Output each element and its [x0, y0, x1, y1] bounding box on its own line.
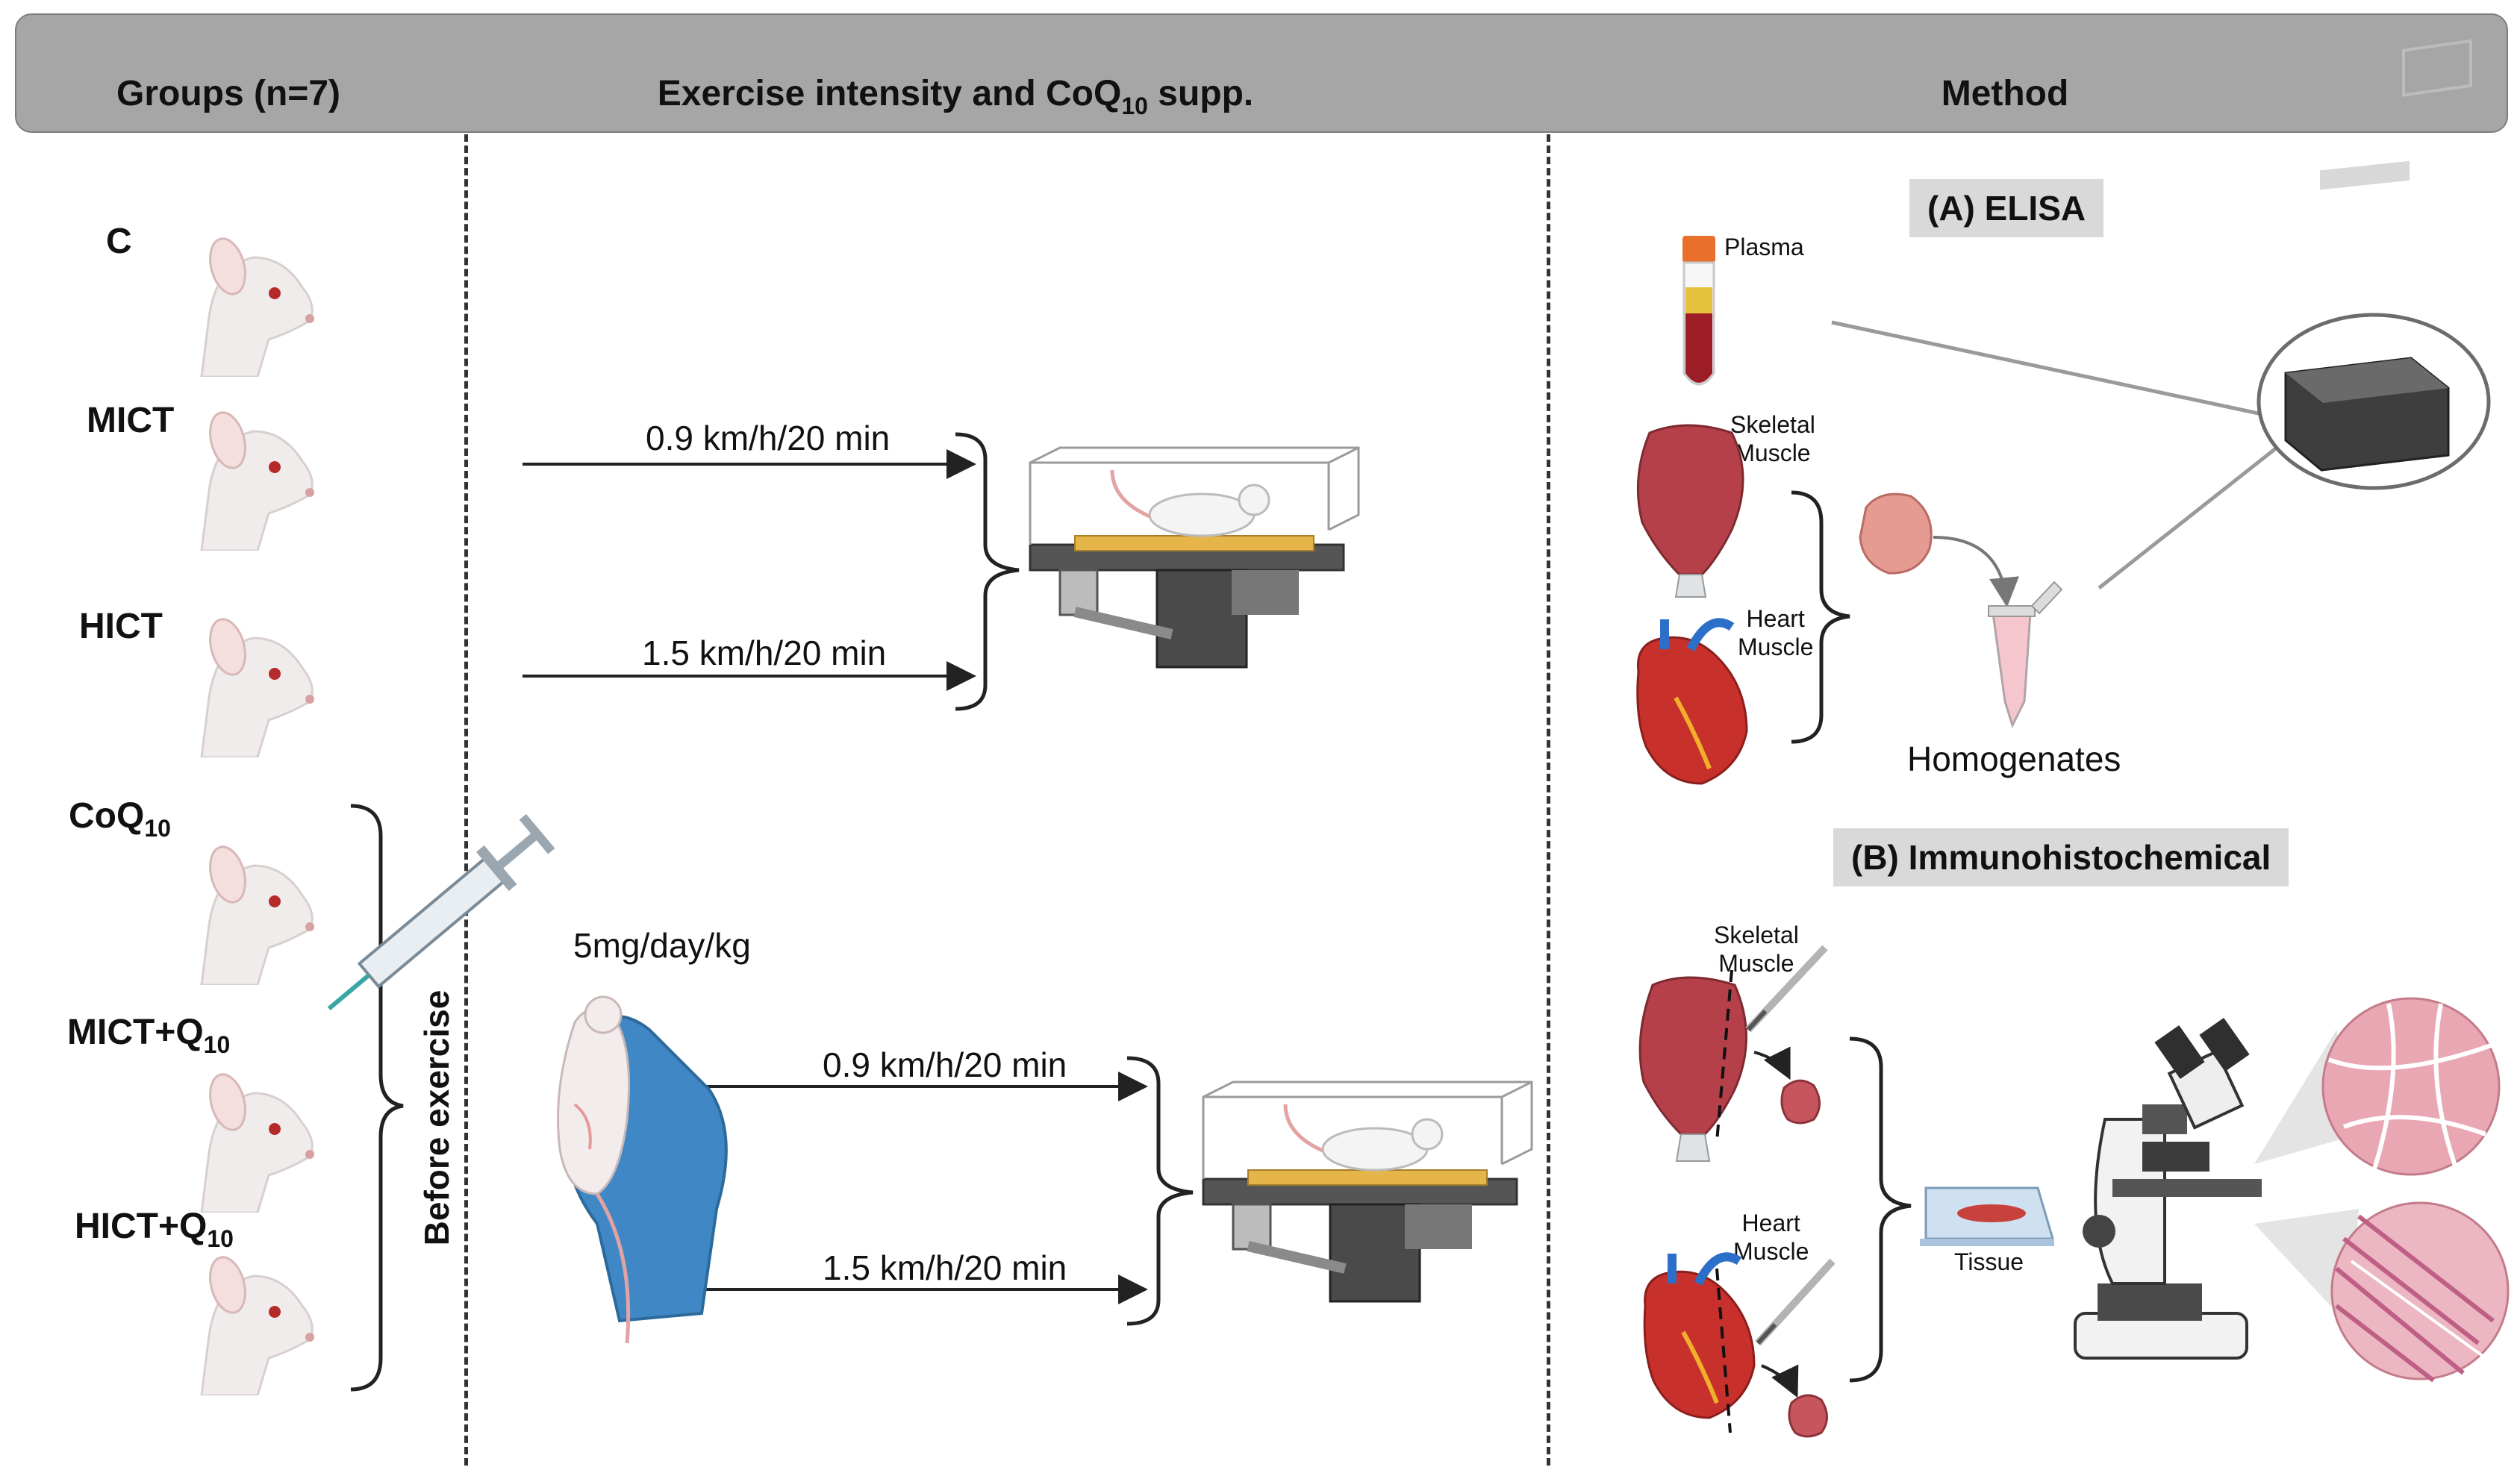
exercise-speed-label: 1.5 km/h/20 min [642, 634, 887, 672]
skeletal-muscle-icon [1638, 969, 1747, 1162]
exercise-header: Exercise intensity and CoQ10 supp. [658, 73, 1253, 120]
connector-line [1831, 320, 2266, 417]
skeletal-muscle-icon [1636, 424, 1744, 598]
group-label-mict-q10: MICT+Q10 [67, 1013, 231, 1058]
cut-arrow [1753, 1046, 1791, 1080]
histology-image-icon [2321, 997, 2501, 1176]
hand-with-rat-icon [557, 995, 728, 1344]
divider-left [464, 134, 468, 1466]
exercise-speed-label: 0.9 km/h/20 min [823, 1045, 1067, 1084]
ihc-title: (B) Immunohistochemical [1833, 828, 2289, 886]
group-label-hict-q10: HICT+Q10 [75, 1207, 234, 1252]
heart-icon [1636, 618, 1748, 785]
exercise-header-text: Exercise intensity and CoQ [657, 74, 1122, 113]
tissue-label: Tissue [1954, 1248, 2024, 1275]
rat-icon [200, 237, 314, 377]
group-label-mict: MICT [87, 401, 175, 440]
group-brace [350, 804, 404, 1392]
heart-icon [1643, 1252, 1756, 1433]
brace-bottom [1126, 1056, 1194, 1326]
rat-icon [200, 845, 314, 985]
scalpel-icon [1755, 1258, 1836, 1346]
plate-reader-icon [2257, 39, 2491, 490]
rat-icon [200, 618, 314, 757]
microtube-icon [1988, 581, 2063, 728]
tissue-sample-icon [1788, 1394, 1828, 1438]
method-header: Method [1941, 74, 2069, 113]
brace-top [955, 432, 1020, 711]
cut-arrow [1761, 1364, 1799, 1398]
homogenate-arrow [1933, 536, 2019, 607]
syringe-icon [327, 813, 555, 1011]
microscope-icon [2074, 1017, 2262, 1360]
elisa-title: (A) ELISA [1909, 179, 2104, 237]
group-label-hict: HICT [79, 607, 163, 646]
exercise-speed-label: 1.5 km/h/20 min [823, 1248, 1067, 1287]
divider-right [1547, 134, 1550, 1466]
connector-line [2098, 446, 2278, 589]
group-label-coq10: CoQ10 [69, 796, 171, 842]
groups-header: Groups (n=7) [116, 74, 341, 113]
rat-icon [200, 411, 314, 551]
dose-label: 5mg/day/kg [573, 926, 751, 965]
exercise-header-subscript: 10 [1121, 93, 1148, 119]
rat-icon [200, 1256, 314, 1395]
blood-tube-icon [1682, 236, 1715, 386]
treadmill-icon [1202, 1080, 1533, 1303]
exercise-header-suffix: supp. [1147, 74, 1254, 113]
plasma-label: Plasma [1724, 234, 1804, 260]
homogenates-label: Homogenates [1907, 739, 2121, 778]
histology-image-icon [2330, 1201, 2510, 1383]
brace-elisa [1791, 490, 1850, 744]
slide-icon [1920, 1186, 2055, 1246]
rat-icon [200, 1073, 314, 1213]
treadmill-icon [1029, 446, 1360, 669]
group-label-c: C [106, 222, 132, 261]
scalpel-icon [1745, 945, 1828, 1033]
exercise-speed-label: 0.9 km/h/20 min [646, 419, 891, 457]
tissue-sample-icon [1859, 492, 1933, 575]
tissue-sample-icon [1780, 1079, 1821, 1125]
header-bar [15, 13, 2508, 133]
brace-ihc [1849, 1036, 1912, 1383]
